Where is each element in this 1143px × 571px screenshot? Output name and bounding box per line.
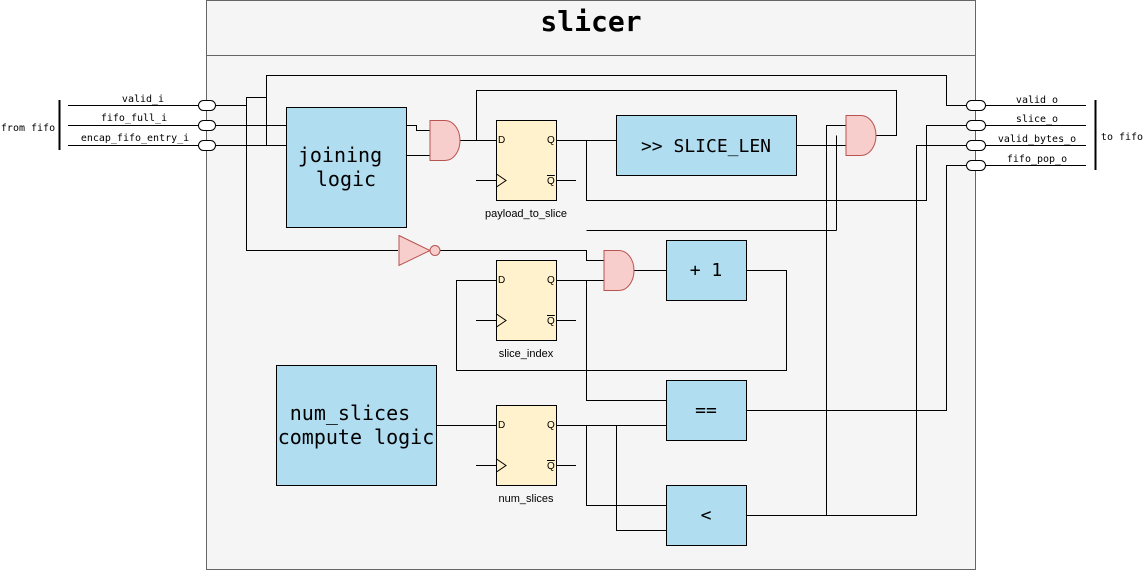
equals-block[interactable]: [666, 380, 747, 441]
register-label: slice_index: [499, 348, 554, 360]
register-qbar: Q: [547, 461, 555, 472]
num-slices-line1: num_slices: [290, 401, 410, 425]
input-label-fifo-full-i: fifo_full_i: [101, 113, 167, 124]
register-q: Q: [547, 135, 555, 146]
output-label-valid-bytes-o: valid_bytes_o: [998, 134, 1076, 145]
joining-logic-block[interactable]: [286, 107, 407, 228]
not-gate[interactable]: [398, 234, 432, 267]
num-slices-compute-block[interactable]: [276, 365, 437, 486]
register-qbar: Q: [547, 176, 555, 187]
and-gate-input[interactable]: [429, 120, 461, 161]
register-q: Q: [547, 420, 555, 431]
and-gate-output[interactable]: [845, 115, 877, 156]
num-slices-line2: compute logic: [278, 425, 435, 449]
shift-block[interactable]: [616, 115, 797, 176]
clock-triangle: [496, 173, 507, 188]
clock-triangle: [496, 458, 507, 473]
register-d: D: [498, 420, 505, 431]
input-label-valid-i: valid_i: [122, 94, 164, 105]
input-label-encap-fifo-entry-i: encap_fifo_entry_i: [81, 133, 189, 144]
plus-one-block[interactable]: [666, 240, 747, 301]
joining-logic-line1: joining: [298, 143, 382, 167]
output-label-fifo-pop-o: fifo_pop_o: [1007, 154, 1067, 165]
port-valid-o[interactable]: [966, 100, 986, 111]
shift-label: >> SLICE_LEN: [641, 136, 771, 157]
register-d: D: [498, 275, 505, 286]
register-qbar: Q: [547, 316, 555, 327]
from-fifo-label: from fifo: [1, 123, 55, 134]
register-q: Q: [547, 275, 555, 286]
joining-logic-label: joining logic: [298, 143, 394, 191]
equals-label: ==: [695, 400, 717, 421]
port-fifo-full-i[interactable]: [198, 120, 216, 131]
register-payload-to-slice[interactable]: D Q Q payload_to_slice: [476, 120, 576, 221]
port-slice-o[interactable]: [966, 120, 986, 131]
register-num-slices[interactable]: D Q Q num_slices: [476, 405, 576, 506]
joining-logic-line2: logic: [316, 167, 376, 191]
register-label: payload_to_slice: [485, 208, 567, 220]
port-valid-i[interactable]: [198, 100, 216, 111]
clock-triangle: [496, 313, 507, 328]
to-fifo-label: to fifo: [1101, 132, 1143, 143]
port-encap-fifo-entry-i[interactable]: [198, 140, 216, 151]
port-valid-bytes-o[interactable]: [966, 140, 986, 151]
less-than-label: <: [701, 505, 712, 526]
register-body: [496, 260, 557, 341]
output-label-slice-o: slice_o: [1016, 114, 1058, 125]
num-slices-compute-label: num_slices compute logic: [278, 401, 435, 449]
plus-one-label: + 1: [690, 260, 723, 281]
not-gate-bubble: [429, 245, 441, 256]
register-body: [496, 120, 557, 201]
diagram-title: slicer: [540, 5, 641, 38]
output-label-valid-o: valid_o: [1016, 95, 1058, 106]
register-body: [496, 405, 557, 486]
register-label: num_slices: [498, 493, 554, 505]
register-slice-index[interactable]: D Q Q slice_index: [476, 260, 576, 361]
less-than-block[interactable]: [666, 485, 747, 546]
port-fifo-pop-o[interactable]: [966, 160, 986, 171]
register-d: D: [498, 135, 505, 146]
and-gate-valid[interactable]: [603, 250, 635, 291]
